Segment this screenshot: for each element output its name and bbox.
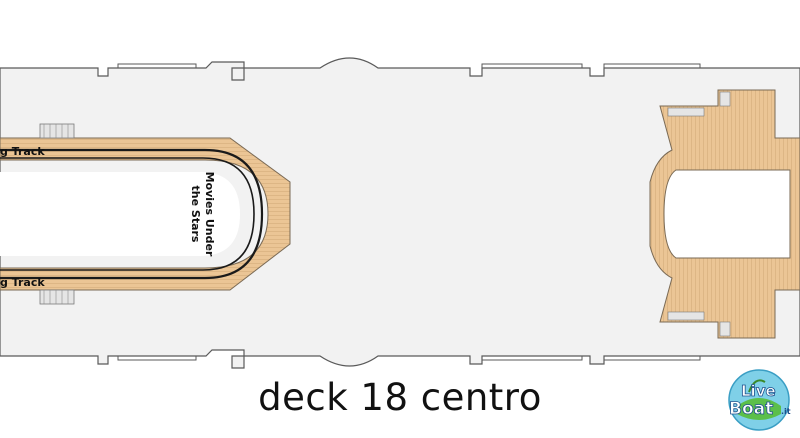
track-label-bottom: g Track — [0, 276, 45, 289]
movie-area — [0, 172, 240, 256]
logo-text-suffix: .it — [781, 407, 791, 416]
logo-text-boat: Boat — [729, 399, 773, 419]
logo-text-live: Live — [741, 382, 776, 400]
track-label-top: g Track — [0, 145, 45, 158]
svg-text:the Stars: the Stars — [189, 186, 202, 243]
sun-deck-area — [649, 89, 800, 339]
deck-caption: deck 18 centro — [258, 376, 542, 419]
deck-outline — [0, 57, 800, 369]
liveboat-logo: Live Boat .it — [728, 369, 791, 431]
movies-label: Movies Under the Stars — [189, 172, 216, 257]
svg-text:Movies Under: Movies Under — [203, 172, 216, 257]
running-track-area — [0, 123, 291, 305]
